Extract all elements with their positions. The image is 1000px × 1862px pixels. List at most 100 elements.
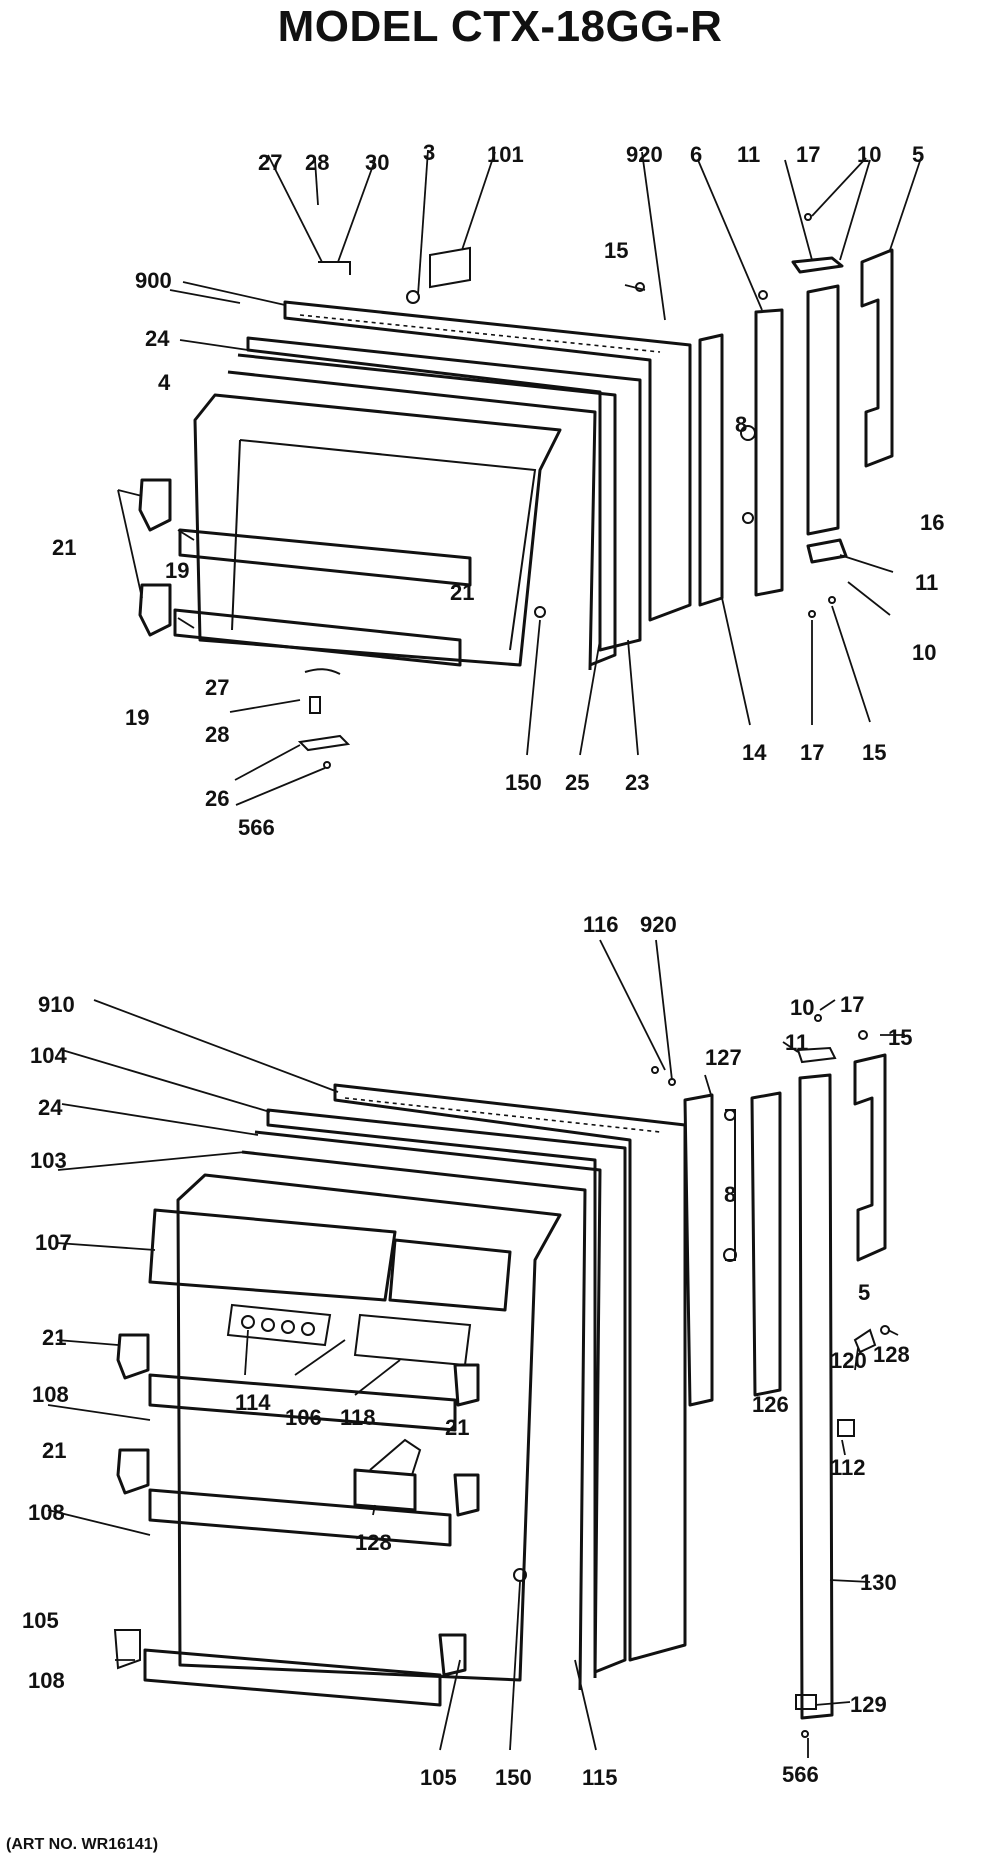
callout-15-lower: 15 [862,740,886,765]
hinge-pin-101 [429,246,471,289]
callout-108-b: 108 [28,1500,65,1525]
callout-16: 16 [920,510,944,535]
door-shelf-middle [148,1488,452,1547]
callout-23: 23 [625,770,649,795]
fresh-food-inner-liner [176,1173,562,1682]
cheese-compartment [353,1313,472,1367]
freezer-shelf-lower [173,608,462,667]
bracket-105 [113,1629,141,1670]
callout-118: 118 [340,1405,376,1430]
callout-28-lower: 28 [205,722,229,747]
part-112 [837,1419,855,1437]
callout-104: 104 [30,1043,67,1068]
freezer-trim-6 [754,308,784,597]
callout-130: 130 [860,1570,897,1595]
bottom-hinge [806,538,848,564]
callout-21-inner-b: 21 [445,1415,469,1440]
freezer-hinge-trim [806,284,840,536]
callout-17: 17 [796,142,820,167]
part-129 [795,1694,817,1710]
callout-27: 27 [258,150,282,175]
callout-103: 103 [30,1148,67,1173]
bracket-21-upper [116,1333,150,1380]
callout-128: 128 [355,1530,392,1555]
fresh-food-handle [853,1053,887,1262]
callout-27-lower: 27 [205,675,229,700]
callout-10-b: 10 [790,995,814,1020]
callout-112: 112 [830,1455,866,1480]
callout-5: 5 [912,142,924,167]
callout-21-inner: 21 [450,580,474,605]
callout-8-b: 8 [724,1182,736,1207]
callout-14: 14 [742,740,767,765]
callout-30: 30 [365,150,389,175]
callout-114: 114 [235,1390,271,1415]
callout-107: 107 [35,1230,72,1255]
callout-115: 115 [582,1765,618,1790]
callout-4: 4 [158,370,171,395]
freezer-outer-door [283,300,692,622]
callout-105-b: 105 [420,1765,457,1790]
callout-11: 11 [737,142,760,167]
fresh-food-door-assembly [47,939,905,1758]
butter-door [388,1238,512,1312]
callout-566-b: 566 [782,1762,819,1787]
fresh-food-door-callouts: 116 920 910 10 17 104 11 15 127 24 103 1… [22,912,912,1790]
callout-126: 126 [752,1392,789,1417]
fresh-food-gasket [266,1108,627,1674]
shelf-bracket-upper [138,478,172,532]
callout-24: 24 [145,326,170,351]
egg-tray [226,1303,332,1347]
top-hinge [791,256,844,274]
callout-910: 910 [38,992,75,1017]
door-shelf-lower [143,1648,442,1707]
callout-106: 106 [285,1405,322,1430]
callout-10: 10 [857,142,881,167]
part-120 [853,1328,877,1354]
callout-11-lower: 11 [915,570,938,595]
freezer-inner-liner [193,393,562,667]
callout-566: 566 [238,815,275,840]
callout-19: 19 [165,558,189,583]
callout-128-b: 128 [873,1342,910,1367]
hinge-11 [796,1046,837,1064]
callout-5-b: 5 [858,1280,870,1305]
freezer-shelf-upper [178,528,472,587]
shelf-bracket-lower [138,583,172,637]
bracket-21-middle [116,1448,150,1495]
callout-17-b: 17 [840,992,864,1017]
callout-101: 101 [487,142,524,167]
callout-17-lower: 17 [800,740,824,765]
callout-920: 920 [626,142,663,167]
freezer-door-callouts: 27 28 30 3 101 920 6 11 17 10 5 15 900 2… [52,140,944,840]
trim-127 [683,1093,714,1407]
callout-25: 25 [565,770,589,795]
callout-11-b: 11 [785,1030,808,1055]
callout-3: 3 [423,140,435,165]
fresh-food-outer-door [333,1083,687,1662]
callout-24-b: 24 [38,1095,63,1120]
callout-105: 105 [22,1608,59,1633]
callout-129: 129 [850,1692,887,1717]
callout-15: 15 [604,238,628,263]
callout-150: 150 [505,770,542,795]
callout-108: 108 [32,1382,69,1407]
callout-900: 900 [135,268,172,293]
callout-10-lower: 10 [912,640,936,665]
callout-116: 116 [583,912,619,937]
callout-21-b: 21 [42,1325,66,1350]
callout-28: 28 [305,150,329,175]
callout-120: 120 [830,1348,867,1373]
freezer-door-assembly [117,149,923,806]
callout-19-lower: 19 [125,705,149,730]
bin-128 [353,1468,417,1512]
dairy-door [148,1208,397,1302]
callout-150-b: 150 [495,1765,532,1790]
callout-21-c: 21 [42,1438,66,1463]
callout-21: 21 [52,535,76,560]
trim-126 [750,1091,782,1397]
freezer-gasket [246,336,642,652]
callout-26: 26 [205,786,229,811]
callout-15-b: 15 [888,1025,912,1050]
